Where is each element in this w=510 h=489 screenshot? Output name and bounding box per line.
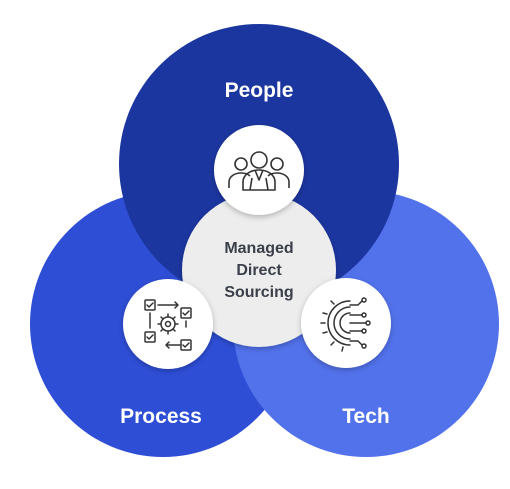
people-group-icon [228,151,290,191]
center-circle [182,193,336,347]
tech-gear-circuit-icon [320,297,371,352]
center-title: Managed Direct Sourcing [189,238,329,304]
tech-label: Tech [342,405,390,428]
tech-badge [301,278,391,368]
center-title-line-3: Sourcing [224,284,294,301]
people-label: People [224,79,294,102]
center-title-line-2: Direct [236,262,282,279]
process-workflow-icon [144,299,192,351]
center-title-line-1: Managed [224,240,294,257]
process-label: Process [120,405,202,428]
